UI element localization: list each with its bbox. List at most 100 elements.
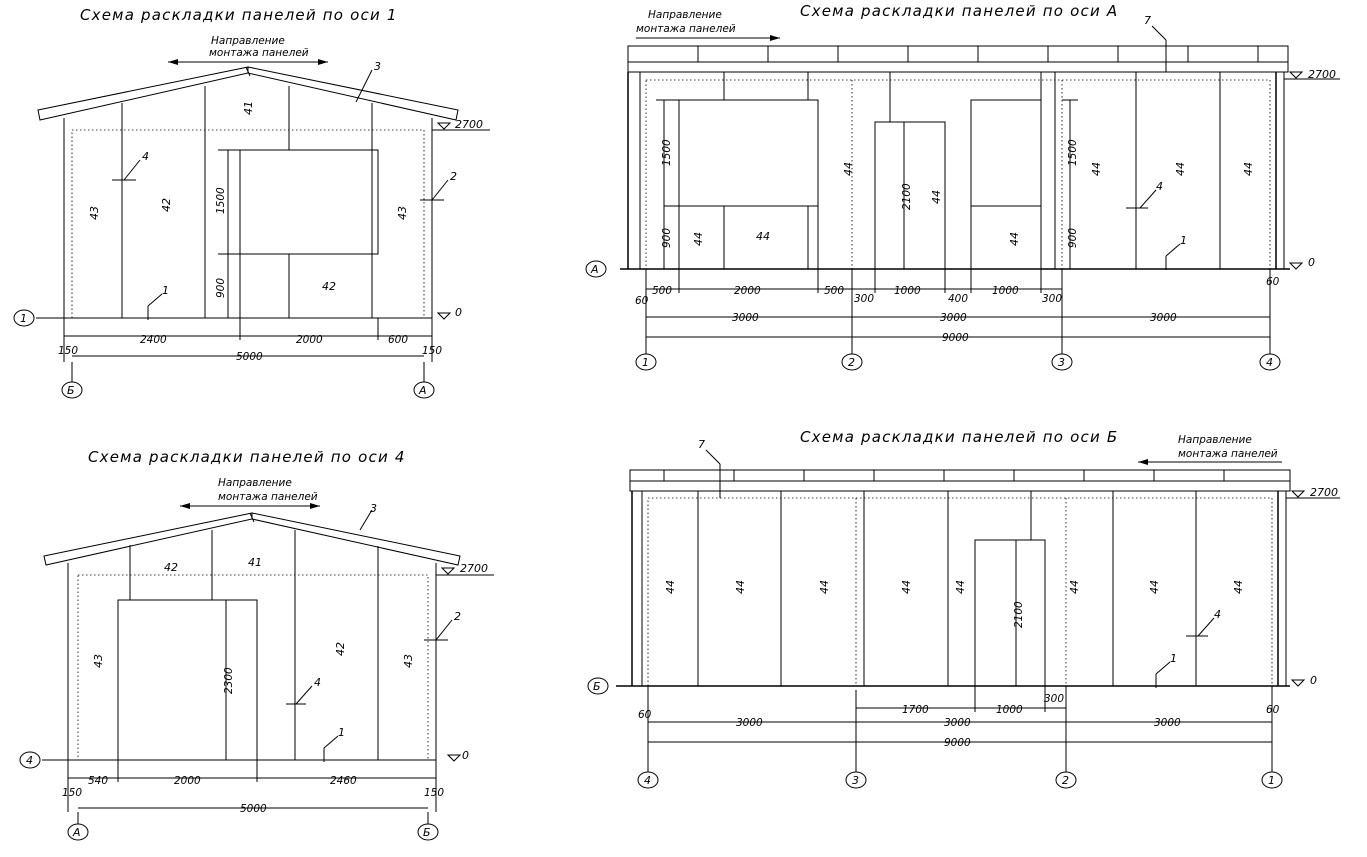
axis-label: А — [72, 826, 81, 839]
panel-label: 44 — [756, 230, 770, 243]
height-dim: 900 — [661, 228, 673, 248]
callout-label: 1 — [162, 284, 169, 297]
dim-label: 540 — [88, 775, 108, 787]
axis-bubble — [841, 353, 863, 371]
panel-label: 44 — [900, 580, 913, 594]
level-marker-icon — [1290, 490, 1306, 498]
callout-label: 1 — [1170, 652, 1177, 665]
callout-label: 1 — [338, 726, 345, 739]
roof — [43, 512, 461, 566]
view-title: Схема раскладки панелей по оси Б — [800, 428, 1118, 446]
direction-label-line1: Направление — [1178, 434, 1252, 446]
dim-label: 400 — [948, 293, 968, 305]
callout-label: 4 — [1156, 180, 1163, 193]
wall-panels — [616, 491, 1290, 687]
axis-label: Б — [67, 384, 75, 397]
callout-label: 3 — [374, 60, 381, 73]
panel-label: 44 — [930, 190, 943, 204]
dim-label: 300 — [854, 293, 874, 305]
direction-label-line1: Направление — [218, 477, 292, 489]
dim-label: 150 — [424, 787, 444, 799]
level-label: 0 — [1310, 674, 1317, 687]
axis-bubble — [1055, 771, 1077, 789]
view-title: Схема раскладки панелей по оси 1 — [80, 6, 398, 24]
callout-label: 7 — [698, 438, 705, 451]
dim-label: 600 — [388, 334, 408, 346]
axis-bubble — [845, 771, 867, 789]
view-axis-1: Схема раскладки панелей по оси 1 Направл… — [13, 6, 490, 399]
callout-label: 4 — [1214, 608, 1221, 621]
dim-label: 300 — [1042, 293, 1062, 305]
axis-label: А — [418, 384, 427, 397]
dim-label: 1000 — [894, 285, 921, 297]
view-title: Схема раскладки панелей по оси А — [800, 2, 1118, 20]
callout-label: 4 — [314, 676, 321, 689]
level-marker-icon — [436, 312, 452, 320]
panel-label: 44 — [954, 580, 967, 594]
axis-label: Б — [593, 680, 601, 693]
wall-panels — [620, 72, 1290, 270]
level-marker-icon — [436, 122, 452, 130]
dim-label: 500 — [652, 285, 672, 297]
dim-label: 150 — [62, 787, 82, 799]
panel-label: 44 — [818, 580, 831, 594]
height-dim: 900 — [215, 278, 227, 298]
panel-label: 42 — [322, 280, 336, 293]
dim-label: 150 — [58, 345, 78, 357]
direction-label-line1: Направление — [648, 9, 722, 21]
dim-label: 2460 — [330, 775, 357, 787]
height-dim: 900 — [1067, 228, 1079, 248]
panel-label: 41 — [242, 101, 255, 115]
level-label: 2700 — [1310, 486, 1338, 499]
axis-label: Б — [423, 826, 431, 839]
height-dim: 2300 — [223, 667, 235, 694]
panel-label: 44 — [1008, 232, 1021, 246]
axis-bubble — [19, 751, 41, 769]
panel-label: 43 — [92, 654, 105, 668]
panel-label: 44 — [842, 162, 855, 176]
dim-label: 9000 — [942, 332, 969, 344]
dim-label: 60 — [1266, 704, 1280, 716]
height-dim: 1500 — [215, 187, 227, 214]
dim-label: 3000 — [736, 717, 763, 729]
dim-label: 1700 — [902, 704, 929, 716]
callout-label: 2 — [450, 170, 457, 183]
panel-label: 44 — [1090, 162, 1103, 176]
direction-label-line2: монтажа панелей — [1178, 448, 1278, 460]
panel-label: 42 — [334, 642, 347, 656]
top-rail — [629, 469, 1291, 492]
view-axis-4: Схема раскладки панелей по оси 4 Направл… — [19, 448, 494, 841]
dim-label: 1000 — [996, 704, 1023, 716]
axis-bubble — [587, 677, 609, 695]
view-axis-A: Схема раскладки панелей по оси А Направл… — [585, 2, 1340, 371]
axis-bubble — [413, 381, 435, 399]
top-rail — [627, 45, 1289, 73]
dim-label: 2400 — [140, 334, 167, 346]
axis-bubble — [417, 823, 439, 841]
axis-label: 3 — [852, 774, 859, 787]
wall-panels — [67, 530, 437, 761]
level-marker-icon — [1288, 262, 1304, 270]
height-dim: 1500 — [1067, 139, 1079, 166]
dim-label: 3000 — [1154, 717, 1181, 729]
axis-label: 2 — [1062, 774, 1069, 787]
axis-label: 1 — [642, 356, 649, 369]
axis-bubble — [635, 353, 657, 371]
axis-bubble — [1259, 353, 1281, 371]
level-label: 0 — [455, 306, 462, 319]
panel-label: 43 — [88, 206, 101, 220]
dim-label: 5000 — [240, 803, 267, 815]
panel-label: 42 — [164, 561, 178, 574]
dim-label: 60 — [638, 709, 652, 721]
axis-label: 4 — [1266, 356, 1273, 369]
axis-label: 4 — [26, 754, 33, 767]
level-label: 0 — [462, 749, 469, 762]
dim-label: 500 — [824, 285, 844, 297]
callout-label: 7 — [1144, 14, 1151, 27]
dim-label: 2000 — [734, 285, 761, 297]
axis-label: 3 — [1058, 356, 1065, 369]
view-axis-B: Схема раскладки панелей по оси Б Направл… — [587, 428, 1340, 789]
direction-label-line2: монтажа панелей — [209, 47, 309, 59]
direction-label-line2: монтажа панелей — [218, 491, 318, 503]
